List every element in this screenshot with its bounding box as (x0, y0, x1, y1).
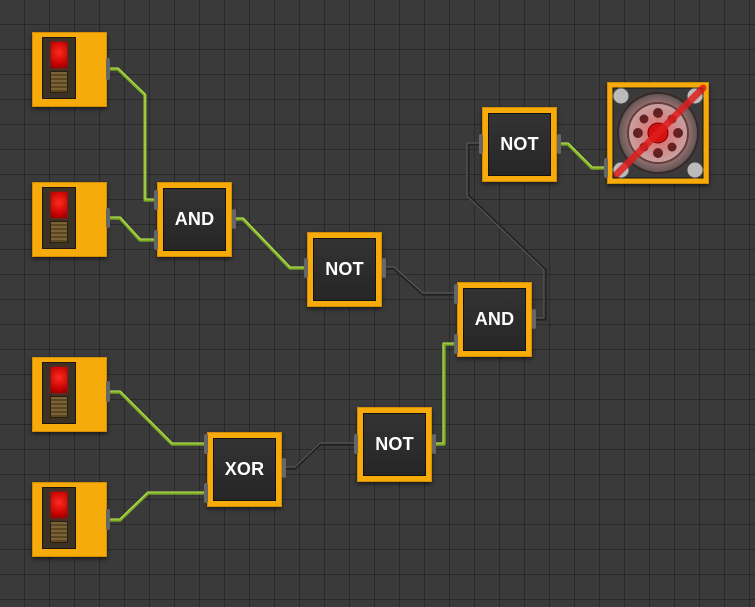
wire-not-speaker[interactable] (558, 142, 609, 170)
switch-grip (50, 71, 68, 93)
switch-led-icon (51, 42, 67, 68)
switch-grip (50, 396, 68, 418)
wire-xor-not[interactable] (283, 442, 359, 470)
not-gate[interactable]: NOT (357, 407, 432, 482)
gate-label: AND (163, 188, 226, 251)
wire-switch4-xor[interactable] (108, 491, 209, 522)
gate-label: NOT (363, 413, 426, 476)
switch-lever (42, 362, 76, 424)
gate-label: AND (463, 288, 526, 351)
switch-grip (50, 221, 68, 243)
wire-and-nottop[interactable] (466, 142, 547, 321)
gate-label: NOT (313, 238, 376, 301)
gate-label: XOR (213, 438, 276, 501)
toggle-switch[interactable] (32, 32, 107, 107)
not-gate[interactable]: NOT (307, 232, 382, 307)
switch-led-icon (51, 492, 67, 518)
toggle-switch[interactable] (32, 482, 107, 557)
and-gate[interactable]: AND (157, 182, 232, 257)
wire-not-and[interactable] (383, 266, 459, 296)
switch-grip (50, 521, 68, 543)
toggle-switch[interactable] (32, 182, 107, 257)
switch-led-icon (51, 367, 67, 393)
toggle-switch[interactable] (32, 357, 107, 432)
wire-switch3-xor[interactable] (108, 390, 209, 446)
switch-lever (42, 37, 76, 99)
gate-label: NOT (488, 113, 551, 176)
switch-lever (42, 487, 76, 549)
muted-speaker-icon (612, 84, 707, 179)
mute-slash-icon (613, 84, 707, 178)
wire-not-andmid[interactable] (433, 342, 459, 446)
xor-gate[interactable]: XOR (207, 432, 282, 507)
and-gate[interactable]: AND (457, 282, 532, 357)
speaker-output[interactable] (607, 82, 709, 184)
switch-lever (42, 187, 76, 249)
not-gate[interactable]: NOT (482, 107, 557, 182)
wire-switch2-and[interactable] (108, 216, 159, 242)
wire-and-not[interactable] (233, 217, 309, 270)
switch-led-icon (51, 192, 67, 218)
